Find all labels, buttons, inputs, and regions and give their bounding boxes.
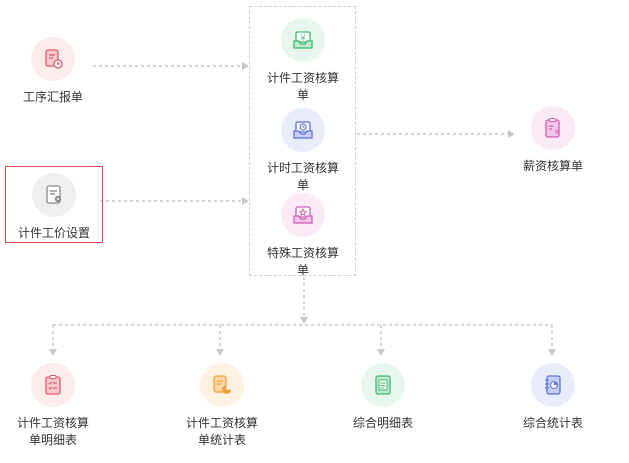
node-time-wage-calc[interactable]: 计时工资核算单 (264, 108, 342, 194)
arrow-head-icon (377, 349, 385, 356)
money-ticket-icon: ¥ (281, 18, 325, 62)
node-piece-wage-stats[interactable]: 计件工资核算单统计表 (182, 363, 262, 449)
settings-doc-icon (32, 173, 76, 217)
wage-calc-group (249, 6, 356, 276)
arrow-head-icon (548, 349, 556, 356)
arrow-head-icon (300, 317, 308, 324)
node-piece-wage-calc[interactable]: ¥ 计件工资核算单 (264, 18, 342, 104)
node-label: 特殊工资核算单 (266, 246, 339, 277)
node-label: 计件工资核算单 (266, 71, 339, 102)
star-ticket-icon (281, 193, 325, 237)
node-label: 计时工资核算单 (266, 161, 339, 192)
node-label: 计件工资核算单明细表 (16, 416, 89, 447)
node-label: 计件工资核算单统计表 (185, 416, 258, 447)
clock-ticket-icon (281, 108, 325, 152)
node-piece-wage-detail[interactable]: 计件工资核算单明细表 (13, 363, 93, 449)
arrow-head-icon (242, 62, 249, 70)
node-piece-price-setting[interactable]: 计件工价设置 (12, 173, 96, 242)
node-label: 薪资核算单 (522, 159, 583, 173)
node-salary-calc[interactable]: ¥ 薪资核算单 (513, 106, 593, 175)
list-doc-icon (361, 363, 405, 407)
report-doc-icon (31, 37, 75, 81)
node-summary-detail[interactable]: 综合明细表 (343, 363, 423, 432)
selected-node-outline (5, 166, 103, 243)
node-summary-stats[interactable]: 综合统计表 (513, 363, 593, 432)
arrow-head-icon (508, 130, 515, 138)
salary-clipboard-icon: ¥ (531, 106, 575, 150)
node-process-report[interactable]: 工序汇报单 (13, 37, 93, 106)
checklist-clipboard-icon (31, 363, 75, 407)
node-label: 综合明细表 (352, 416, 413, 430)
pie-chart-doc-icon (200, 363, 244, 407)
svg-text:¥: ¥ (555, 128, 560, 136)
node-special-wage-calc[interactable]: 特殊工资核算单 (264, 193, 342, 279)
arrow-head-icon (242, 197, 249, 205)
svg-text:¥: ¥ (300, 34, 305, 43)
node-label: 综合统计表 (522, 416, 583, 430)
node-label: 计件工价设置 (17, 226, 90, 240)
arrow-head-icon (49, 349, 57, 356)
node-label: 工序汇报单 (22, 90, 83, 104)
arrow-head-icon (216, 349, 224, 356)
notebook-chart-icon (531, 363, 575, 407)
